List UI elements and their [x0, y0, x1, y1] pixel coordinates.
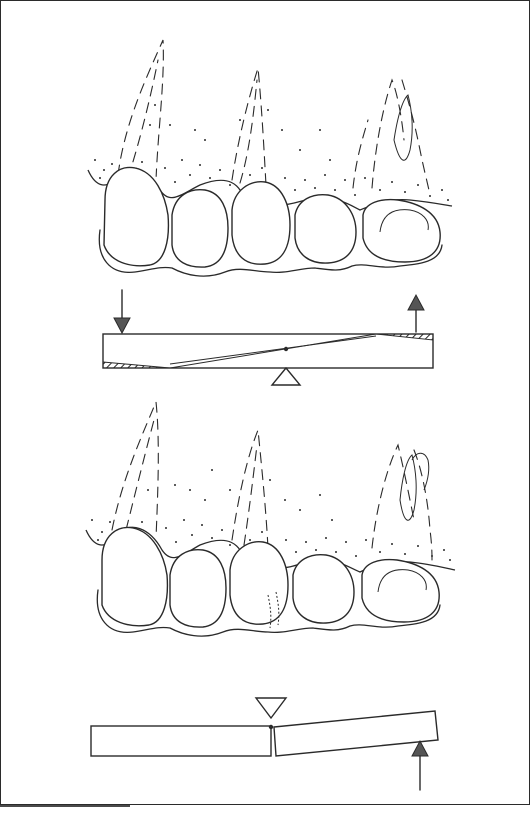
upper-dental-arch [88, 40, 452, 276]
lower-up-arrow-icon [412, 741, 428, 756]
upper-fulcrum-icon [272, 368, 300, 385]
lower-lever-right-segment [274, 711, 438, 756]
lower-roots [112, 402, 432, 560]
upper-pivot-point [284, 347, 288, 351]
lower-lever-left-segment [91, 726, 271, 756]
lower-dental-arch [86, 402, 455, 636]
upper-teeth [104, 167, 440, 267]
up-arrow-icon [408, 295, 424, 310]
lower-pivot-point [269, 725, 273, 729]
upper-lever [103, 290, 433, 385]
lower-lever [91, 698, 438, 790]
upper-roots [118, 40, 430, 195]
down-arrow-icon [114, 318, 130, 333]
lower-teeth [102, 527, 439, 628]
bottom-rule [0, 805, 130, 807]
lower-fulcrum-icon [256, 698, 286, 718]
